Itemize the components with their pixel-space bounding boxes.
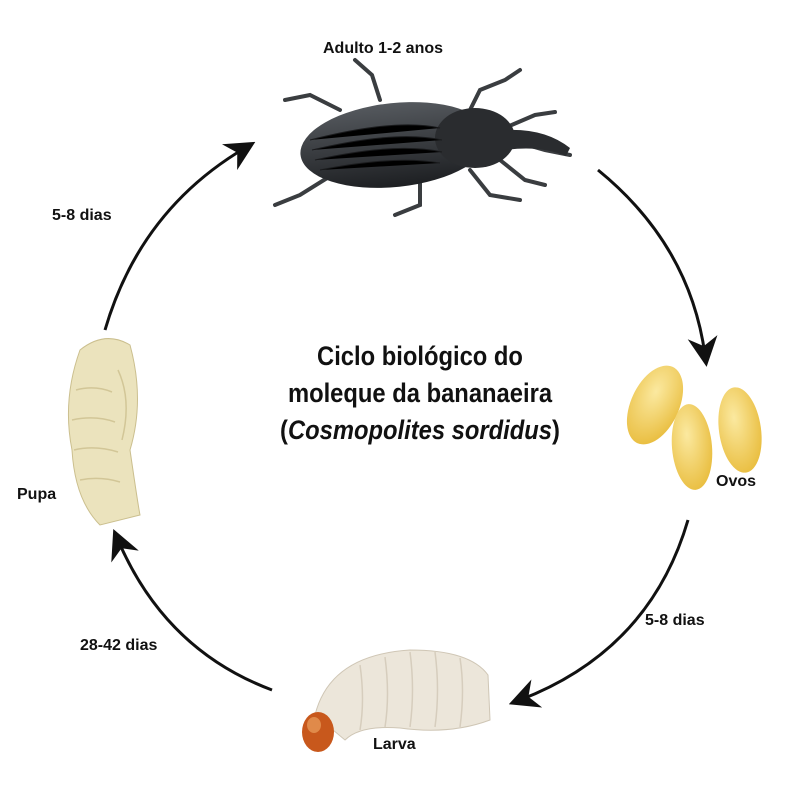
eggs-image: [626, 365, 762, 490]
paren-close: ): [552, 415, 560, 445]
arrow-adult-to-eggs: [597, 168, 718, 367]
pupa-image: [67, 338, 141, 526]
duration-larva-to-pupa: 28-42 dias: [80, 637, 158, 654]
paren-open: (: [280, 415, 288, 445]
duration-pupa-to-adult: 5-8 dias: [52, 207, 112, 224]
duration-eggs-to-larva: 5-8 dias: [645, 612, 705, 629]
title-line-2: moleque da bananaeira: [287, 378, 553, 408]
title-line-3: (Cosmopolites sordidus): [244, 412, 596, 449]
larva-image: [302, 649, 491, 752]
arrow-larva-to-pupa: [111, 528, 273, 692]
label-pupa: Pupa: [17, 486, 57, 503]
species-name: Cosmopolites sordidus: [287, 415, 553, 445]
arrow-eggs-to-larva: [508, 519, 690, 708]
diagram-title: Ciclo biológico do moleque da bananaeira…: [244, 338, 596, 449]
arrow-pupa-to-adult: [103, 141, 256, 331]
label-larva: Larva: [373, 736, 416, 753]
label-eggs: Ovos: [716, 473, 757, 490]
title-line-1: Ciclo biológico do: [317, 341, 523, 371]
adult-beetle-image: [273, 58, 572, 217]
label-adult: Adulto 1-2 anos: [323, 40, 444, 57]
